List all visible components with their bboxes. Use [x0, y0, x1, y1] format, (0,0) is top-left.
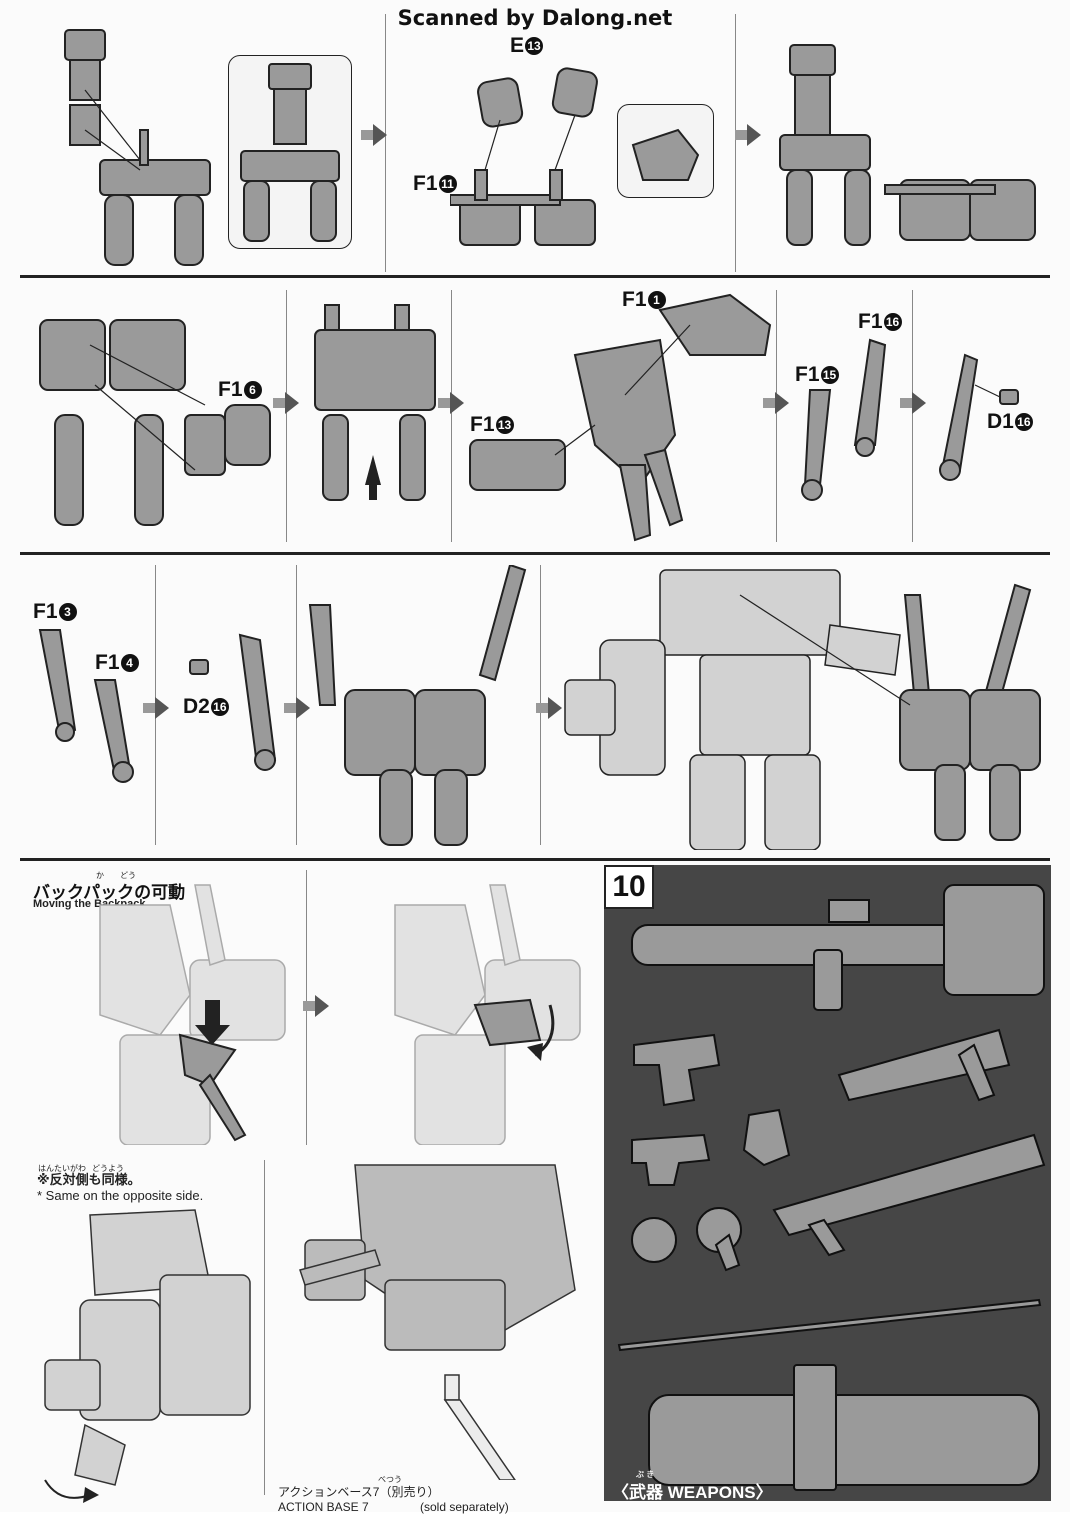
opposite-side-note-jp: ※反対側も同様。	[37, 1172, 141, 1187]
col-divider	[451, 290, 452, 542]
backpack-side-cover-illustration	[469, 293, 772, 542]
backpack-with-arms-illustration	[308, 565, 527, 846]
step-arrow	[438, 392, 464, 414]
weapons-caption: ぶ き 〈武器 WEAPONS〉	[612, 1470, 773, 1503]
col-divider	[286, 290, 287, 542]
weapons-caption-ruby: ぶ き	[636, 1470, 655, 1479]
action-base-ruby: べつう	[378, 1475, 402, 1484]
action-base-en-2: (sold separately)	[420, 1500, 509, 1514]
row-divider-3	[20, 858, 1050, 861]
col-divider	[735, 14, 736, 272]
step-arrow	[284, 697, 310, 719]
col-divider	[912, 290, 913, 542]
detail-callout-box	[228, 55, 352, 249]
col-divider	[776, 290, 777, 542]
backpack-frame-illustration	[64, 29, 211, 266]
step-arrow	[900, 392, 926, 414]
arm-link-illustration	[801, 338, 887, 501]
title-ruby-1: か	[96, 871, 104, 880]
step-arrow	[763, 392, 789, 414]
title-ruby-2: どう	[120, 871, 136, 880]
action-base-en-1: ACTION BASE 7	[278, 1500, 369, 1514]
row-divider-1	[20, 275, 1050, 278]
action-base-jp: アクションベース7（別売り）	[278, 1485, 440, 1499]
thruster-assembly-illustration	[450, 67, 598, 246]
backpack-rear-illustration	[314, 304, 436, 501]
weapons-caption-en: WEAPONS〉	[667, 1483, 773, 1502]
step-arrow	[303, 995, 329, 1017]
scan-credit: Scanned by Dalong.net	[397, 6, 673, 30]
opposite-ruby-1: はんたいがわ	[38, 1164, 86, 1173]
step-arrow	[536, 697, 562, 719]
arm-link-with-cap-2-illustration	[189, 633, 277, 771]
backpack-movement-illustration-2	[394, 884, 581, 1145]
backpack-movement-illustration-1	[99, 884, 286, 1145]
arm-link-pair-illustration	[38, 629, 134, 783]
step-arrow	[361, 124, 387, 146]
weapons-panel	[604, 865, 1051, 1501]
step-number-10: 10	[604, 865, 654, 909]
row-divider-2	[20, 552, 1050, 555]
opposite-side-note-en: * Same on the opposite side.	[37, 1188, 204, 1203]
step-arrow	[143, 697, 169, 719]
step-arrow	[735, 124, 761, 146]
action-base-illustration	[299, 1164, 576, 1480]
weapons-caption-jp: 〈武器	[612, 1483, 663, 1502]
col-divider	[264, 1160, 265, 1495]
opposite-ruby-2: どうよう	[92, 1164, 124, 1173]
backpack-attach-to-body-illustration	[564, 569, 1041, 850]
weapons-illustration	[617, 884, 1046, 1491]
backpack-with-thrusters-illustration	[779, 44, 1036, 246]
backpack-note-title: バックパックの可動	[33, 883, 186, 902]
arm-link-with-cap-illustration	[939, 353, 1019, 481]
backpack-side-assembly-illustration	[39, 319, 271, 526]
backpack-side-view-illustration	[44, 1209, 251, 1503]
detail-callout-box-small	[617, 104, 714, 198]
step-arrow	[273, 392, 299, 414]
